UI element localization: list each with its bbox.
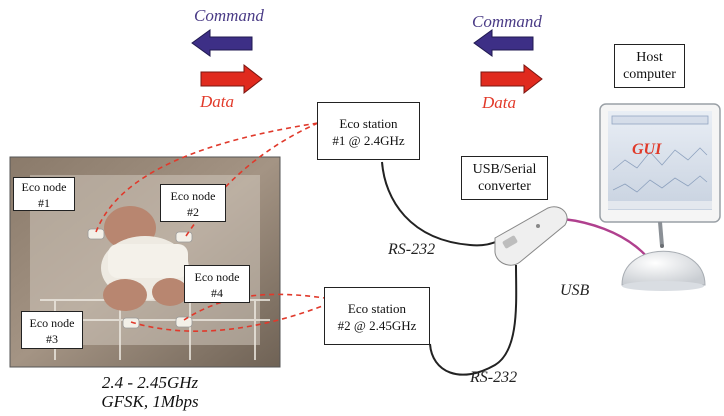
station-2-line1: Eco station: [347, 301, 407, 316]
node-1-line1: Eco node: [21, 180, 67, 194]
station-1-line1: Eco station: [339, 116, 398, 131]
converter-label-line2: converter: [478, 179, 531, 194]
eco-node-2: Eco node #2: [160, 184, 226, 222]
data-arrow-right-2: [480, 63, 543, 95]
command-arrow-left-2: [473, 29, 534, 57]
eco-node-1: Eco node #1: [13, 177, 75, 211]
usb-serial-converter-label: USB/Serial converter: [461, 156, 548, 200]
data-arrow-right: [200, 63, 263, 95]
command-arrow-left: [191, 29, 253, 57]
node-4-line2: #4: [211, 286, 223, 300]
host-label-line1: Host: [636, 50, 663, 65]
usb-serial-converter-device: [494, 206, 568, 266]
eco-node-3: Eco node #3: [21, 311, 83, 349]
usb-label: USB: [560, 282, 590, 299]
caption-line2: GFSK, 1Mbps: [101, 392, 199, 411]
station-1-line2: #1 @ 2.4GHz: [332, 133, 405, 148]
data-label-left: Data: [200, 92, 234, 111]
command-label-right: Command: [472, 12, 542, 31]
host-label-line2: computer: [623, 67, 676, 82]
eco-station-1: Eco station #1 @ 2.4GHz: [317, 102, 420, 160]
host-computer-device: [599, 103, 721, 291]
node-2-line2: #2: [187, 205, 199, 219]
station-2-line2: #2 @ 2.45GHz: [337, 318, 417, 333]
rf-link-node3: [130, 304, 326, 332]
node-1-line2: #1: [38, 196, 50, 210]
radio-spec-caption: 2.4 - 2.45GHz GFSK, 1Mbps: [60, 373, 240, 411]
node-3-line2: #3: [46, 332, 58, 346]
rf-link-node4: [183, 293, 326, 321]
rs232-label-top: RS-232: [388, 241, 436, 258]
rf-link-node1: [95, 122, 319, 233]
host-computer-label: Host computer: [614, 44, 685, 88]
eco-node-4: Eco node #4: [184, 265, 250, 303]
node-4-line1: Eco node: [194, 270, 240, 284]
eco-station-2: Eco station #2 @ 2.45GHz: [324, 287, 430, 345]
node-2-line1: Eco node: [170, 189, 216, 203]
rs232-label-bottom: RS-232: [470, 369, 518, 386]
command-label-left: Command: [194, 6, 264, 25]
rs232-cable-bottom: [429, 264, 518, 376]
caption-line1: 2.4 - 2.45GHz: [101, 373, 199, 392]
converter-label-line1: USB/Serial: [472, 162, 537, 177]
gui-screen-label: GUI: [632, 141, 662, 158]
node-3-line1: Eco node: [29, 316, 75, 330]
data-label-right: Data: [482, 93, 516, 112]
infant-figure: [101, 206, 189, 311]
